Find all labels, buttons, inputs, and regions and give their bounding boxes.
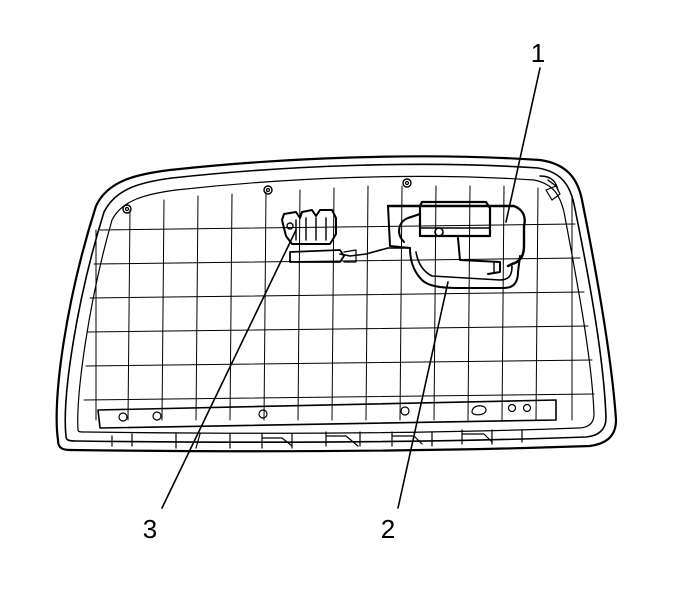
outer-trim [55, 155, 618, 453]
callout-2-label: 2 [381, 514, 395, 544]
mounting-holes-top [122, 178, 412, 214]
grille-grid [83, 185, 595, 421]
leader-lines [161, 67, 541, 509]
mounting-bracket [409, 247, 521, 289]
callouts: 1 2 3 [143, 38, 545, 544]
lower-tabs [111, 429, 523, 449]
callout-3-label: 3 [143, 514, 157, 544]
wiring-connector [281, 209, 411, 263]
bottom-mounting-rail [97, 399, 557, 429]
sensor-module [386, 200, 526, 275]
callout-1-label: 1 [531, 38, 545, 68]
side-hardware [539, 175, 561, 201]
